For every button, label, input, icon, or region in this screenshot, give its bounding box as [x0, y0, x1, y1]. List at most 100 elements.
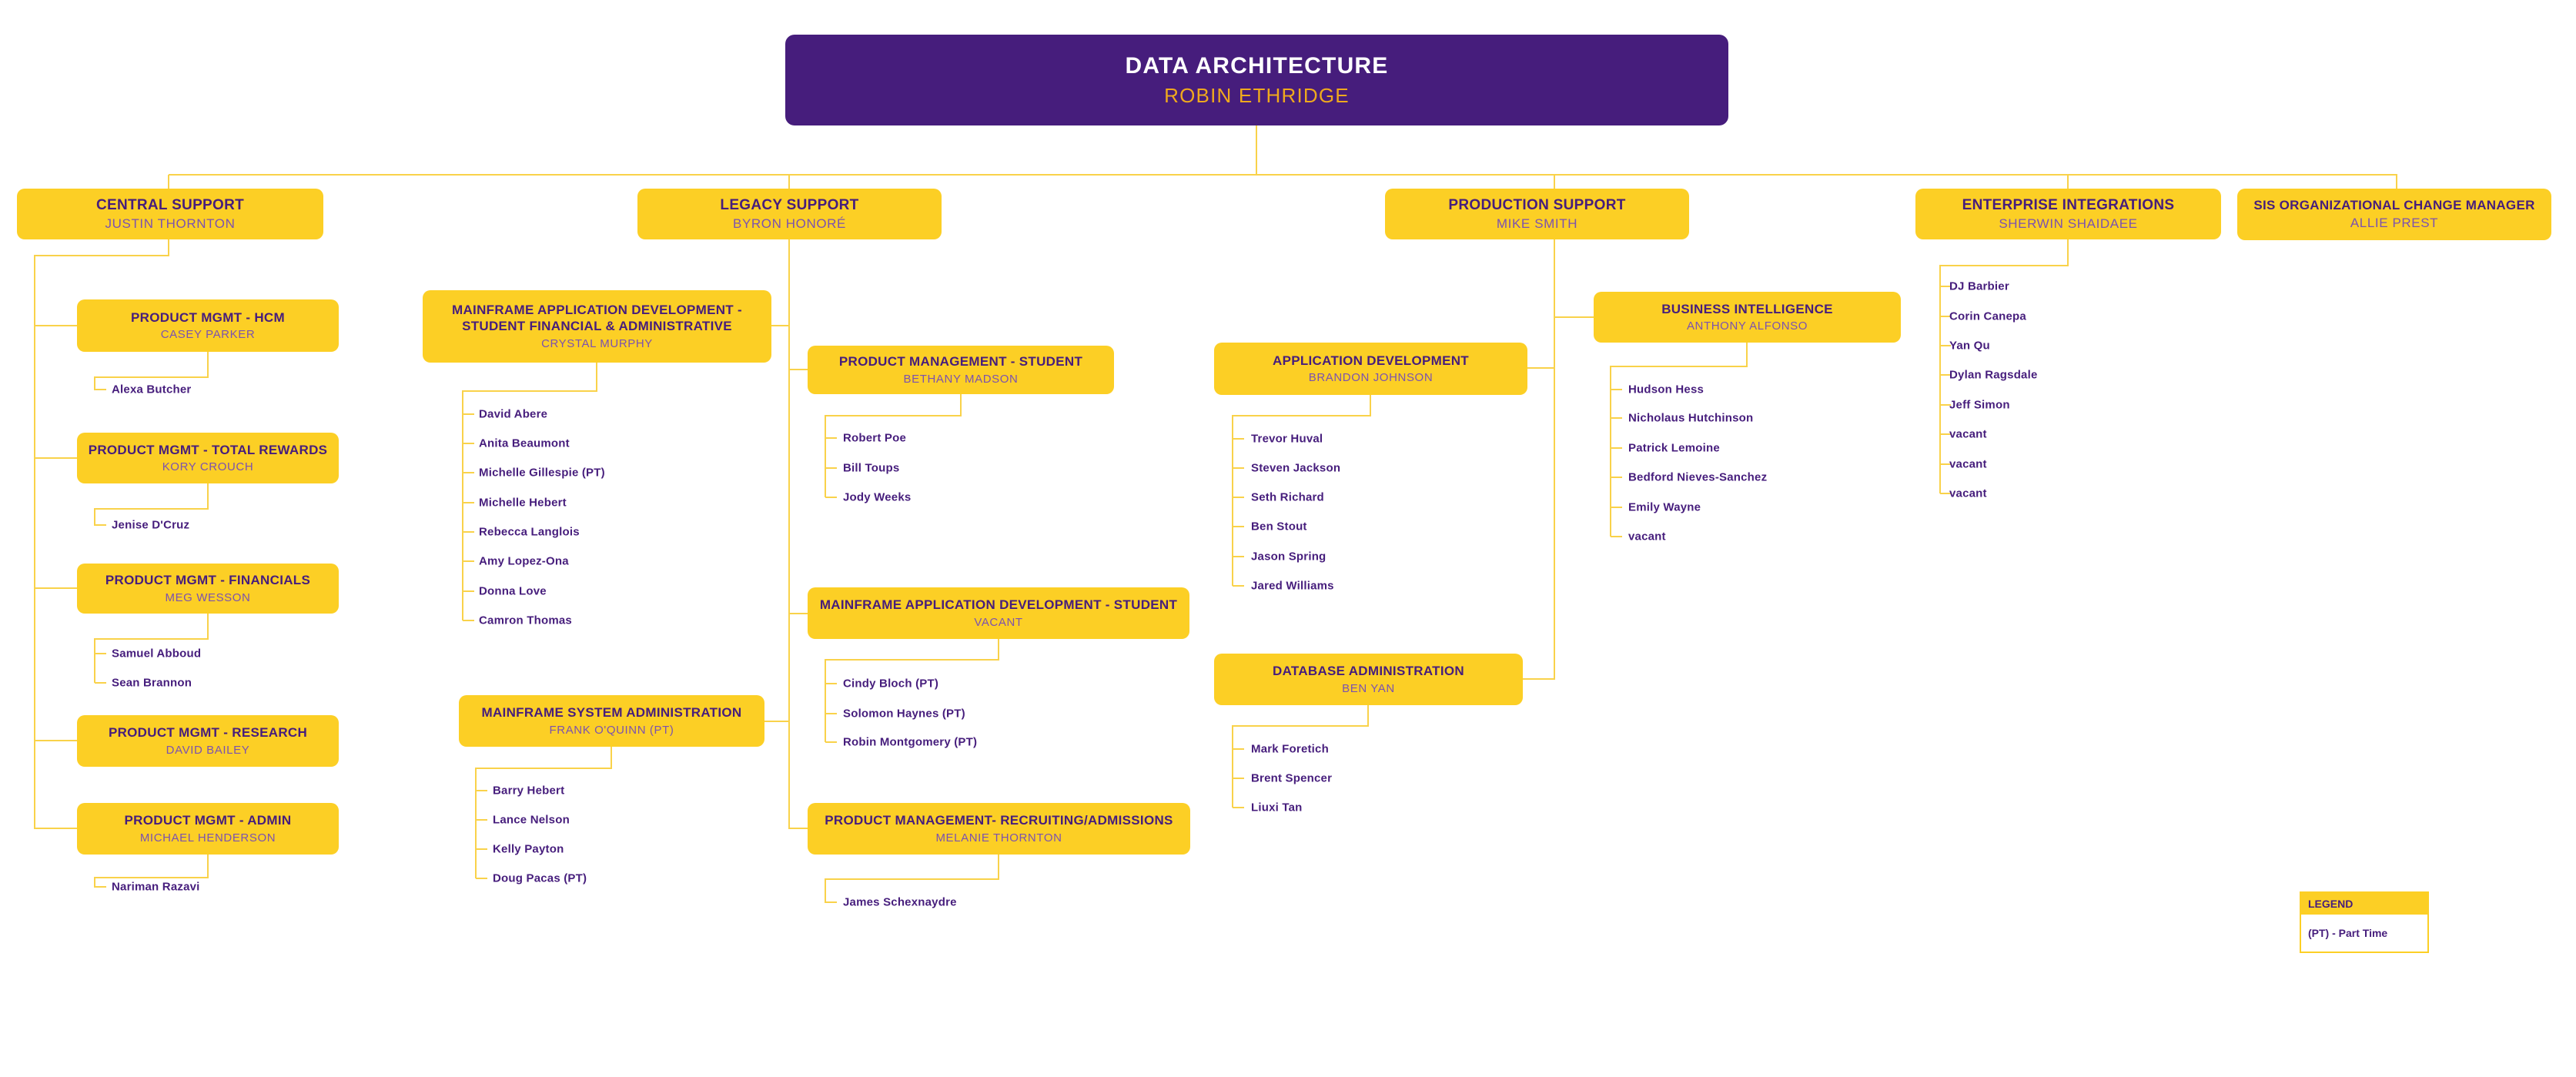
node-database-administration: DATABASE ADMINISTRATION BEN YAN: [1214, 654, 1523, 705]
staff-name: Jody Weeks: [843, 490, 912, 504]
staff-name: Rebecca Langlois: [479, 525, 580, 539]
staff-name: vacant: [1949, 457, 1987, 471]
staff-name: Seth Richard: [1251, 490, 1324, 504]
node-manager: ROBIN ETHRIDGE: [1164, 84, 1350, 108]
node-legacy-support: LEGACY SUPPORT BYRON HONORÉ: [637, 189, 942, 239]
node-title: APPLICATION DEVELOPMENT: [1273, 353, 1469, 368]
staff-name: Samuel Abboud: [112, 647, 202, 661]
node-manager: MICHAEL HENDERSON: [139, 831, 276, 845]
node-production-support: PRODUCTION SUPPORT MIKE SMITH: [1385, 189, 1689, 239]
node-data-architecture: DATA ARCHITECTURE ROBIN ETHRIDGE: [785, 35, 1728, 125]
node-manager: MEG WESSON: [165, 590, 251, 604]
node-manager: BYRON HONORÉ: [733, 216, 846, 232]
legend: LEGEND (PT) - Part Time: [2300, 891, 2429, 953]
node-title: PRODUCT MANAGEMENT - STUDENT: [838, 354, 1083, 370]
staff-name: Yan Qu: [1949, 339, 1990, 353]
staff-name: Jenise D'Cruz: [112, 518, 190, 532]
staff-name: Kelly Payton: [493, 842, 564, 856]
staff-name: Bedford Nieves-Sanchez: [1628, 470, 1768, 484]
staff-name: Jeff Simon: [1949, 398, 2010, 412]
node-product-mgmt-research: PRODUCT MGMT - RESEARCH DAVID BAILEY: [77, 715, 339, 767]
connector-madstudent-staff: [825, 639, 999, 743]
node-manager: CASEY PARKER: [160, 328, 256, 342]
staff-name: Michelle Hebert: [479, 496, 567, 510]
node-product-mgmt-total-rewards: PRODUCT MGMT - TOTAL REWARDS KORY CROUCH: [77, 433, 339, 483]
node-title: MAINFRAME APPLICATION DEVELOPMENT - STUD…: [819, 597, 1178, 613]
staff-name: Dylan Ragsdale: [1949, 368, 2038, 382]
node-title: DATABASE ADMINISTRATION: [1273, 664, 1464, 679]
node-sis-org-change-manager: SIS ORGANIZATIONAL CHANGE MANAGER ALLIE …: [2237, 189, 2551, 240]
connector-msa-staff: [475, 747, 612, 879]
staff-name: Patrick Lemoine: [1628, 441, 1720, 455]
staff-name: vacant: [1949, 487, 1987, 500]
connector-pmstudent-staff: [825, 394, 962, 498]
staff-name: David Abere: [479, 407, 548, 421]
node-manager: MELANIE THORNTON: [935, 831, 1062, 845]
staff-name: DJ Barbier: [1949, 279, 2009, 293]
staff-name: Amy Lopez-Ona: [479, 554, 569, 568]
connector-trunk: [168, 125, 2397, 189]
staff-name: Lance Nelson: [493, 813, 570, 827]
staff-name: Ben Stout: [1251, 520, 1307, 533]
staff-name: vacant: [1949, 427, 1987, 441]
node-manager: BETHANY MADSON: [903, 372, 1019, 386]
legend-entry: (PT) - Part Time: [2308, 927, 2388, 939]
node-manager: KORY CROUCH: [162, 460, 254, 474]
staff-name: Sean Brannon: [112, 676, 192, 690]
node-mainframe-app-dev-student: MAINFRAME APPLICATION DEVELOPMENT - STUD…: [808, 587, 1189, 639]
node-title: PRODUCT MANAGEMENT- RECRUITING/ADMISSION…: [825, 813, 1173, 828]
staff-name: Robert Poe: [843, 431, 907, 445]
staff-name: Bill Toups: [843, 461, 900, 475]
node-title: ENTERPRISE INTEGRATIONS: [1962, 196, 2175, 213]
staff-name: Donna Love: [479, 584, 547, 598]
staff-name: Corin Canepa: [1949, 309, 2026, 323]
node-manager: ANTHONY ALFONSO: [1686, 319, 1808, 333]
node-enterprise-integrations: ENTERPRISE INTEGRATIONS SHERWIN SHAIDAEE: [1915, 189, 2221, 239]
staff-name: Anita Beaumont: [479, 436, 570, 450]
staff-name: Cindy Bloch (PT): [843, 677, 939, 691]
node-manager: CRYSTAL MURPHY: [541, 336, 653, 350]
node-title: MAINFRAME APPLICATION DEVELOPMENT - STUD…: [452, 303, 742, 333]
staff-name: Liuxi Tan: [1251, 801, 1303, 814]
connector-dbadmin-staff: [1232, 705, 1369, 808]
staff-name: Brent Spencer: [1251, 771, 1333, 785]
node-manager: SHERWIN SHAIDAEE: [1999, 216, 2138, 232]
connector-production-children: [1523, 239, 1594, 680]
staff-name: Hudson Hess: [1628, 383, 1705, 396]
staff-name: vacant: [1628, 530, 1666, 544]
node-title: PRODUCT MGMT - ADMIN: [124, 813, 292, 828]
node-title: BUSINESS INTELLIGENCE: [1661, 301, 1833, 316]
node-mainframe-app-dev-student-financial-admin: MAINFRAME APPLICATION DEVELOPMENT - STUD…: [423, 290, 771, 363]
node-product-mgmt-financials: PRODUCT MGMT - FINANCIALS MEG WESSON: [77, 564, 339, 614]
staff-name: Alexa Butcher: [112, 383, 192, 396]
staff-name: Trevor Huval: [1251, 432, 1323, 446]
connector-madsfa-staff: [462, 363, 597, 621]
node-title: LEGACY SUPPORT: [720, 196, 859, 213]
staff-name: Nariman Razavi: [112, 880, 200, 894]
node-mainframe-system-administration: MAINFRAME SYSTEM ADMINISTRATION FRANK O'…: [459, 695, 764, 747]
staff-name: James Schexnaydre: [843, 895, 957, 909]
node-title: PRODUCTION SUPPORT: [1448, 196, 1626, 213]
node-manager: BRANDON JOHNSON: [1308, 371, 1434, 385]
staff-name: Jared Williams: [1251, 579, 1334, 593]
staff-name: Jason Spring: [1251, 550, 1326, 564]
staff-name: Mark Foretich: [1251, 742, 1329, 756]
node-title: PRODUCT MGMT - TOTAL REWARDS: [88, 442, 328, 457]
staff-name: Camron Thomas: [479, 614, 572, 627]
staff-name: Barry Hebert: [493, 784, 565, 798]
staff-name: Doug Pacas (PT): [493, 871, 587, 885]
node-product-management-recruiting-admissions: PRODUCT MANAGEMENT- RECRUITING/ADMISSION…: [808, 803, 1190, 855]
connector-ei-staff: [1939, 239, 2069, 494]
node-business-intelligence: BUSINESS INTELLIGENCE ANTHONY ALFONSO: [1594, 292, 1901, 343]
staff-name: Steven Jackson: [1251, 461, 1341, 475]
staff-name: Michelle Gillespie (PT): [479, 466, 605, 480]
staff-name: Nicholaus Hutchinson: [1628, 411, 1754, 425]
node-title: DATA ARCHITECTURE: [1125, 52, 1389, 79]
staff-name: Solomon Haynes (PT): [843, 707, 965, 721]
node-title: PRODUCT MGMT - FINANCIALS: [105, 573, 311, 588]
node-manager: MIKE SMITH: [1496, 216, 1578, 232]
node-manager: BEN YAN: [1342, 681, 1395, 695]
node-title: CENTRAL SUPPORT: [95, 196, 245, 213]
node-product-mgmt-admin: PRODUCT MGMT - ADMIN MICHAEL HENDERSON: [77, 803, 339, 855]
